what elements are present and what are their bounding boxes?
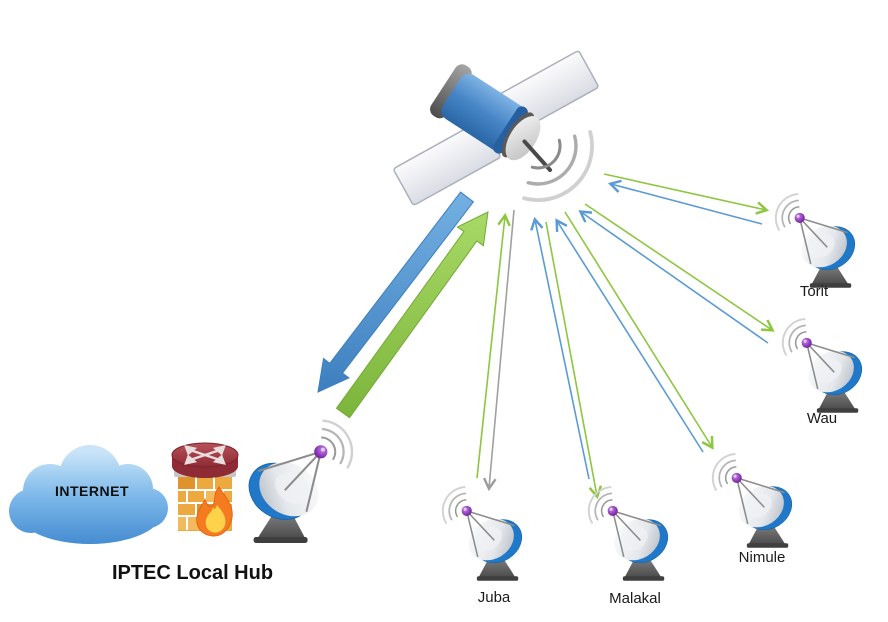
satellite-body (430, 64, 553, 173)
link-nimule-to-satellite (555, 218, 704, 453)
site-label-juba: Juba (477, 589, 511, 606)
hub-dish (237, 419, 354, 545)
link-satellite-to-juba (482, 209, 515, 492)
satellite-signal-arcs (522, 130, 594, 202)
internet-cloud (6, 442, 171, 547)
site-dish-juba (441, 486, 531, 582)
site-dish-torit (774, 193, 864, 289)
site-label-nimule: Nimule (738, 549, 786, 566)
link-wau-to-satellite (578, 210, 769, 344)
link-satellite-to-nimule (564, 211, 714, 450)
link-satellite-to-torit (603, 173, 770, 215)
site-dish-wau (781, 318, 871, 414)
flame-icon (196, 486, 233, 537)
link-torit-to-satellite (607, 179, 763, 225)
site-label-wau: Wau (806, 410, 838, 427)
firewall-router-icon (171, 442, 239, 537)
hub-label: IPTEC Local Hub (111, 562, 274, 584)
link-malakal-to-satellite (530, 216, 590, 480)
site-label-torit: Torit (799, 283, 829, 300)
satellite (393, 50, 599, 206)
site-label-malakal: Malakal (609, 590, 661, 607)
site-dish-nimule (711, 453, 801, 549)
router-icon (171, 442, 239, 478)
link-juba-to-satellite (476, 212, 511, 479)
link-satellite-to-wau (584, 203, 775, 332)
link-satellite-to-malakal (545, 221, 603, 500)
internet-label: INTERNET (55, 483, 129, 499)
site-dish-malakal (587, 486, 677, 582)
downlink-arrow-satellite-to-hub (317, 191, 475, 393)
uplink-arrow-hub-to-satellite (335, 211, 489, 419)
link-lines (476, 173, 775, 500)
